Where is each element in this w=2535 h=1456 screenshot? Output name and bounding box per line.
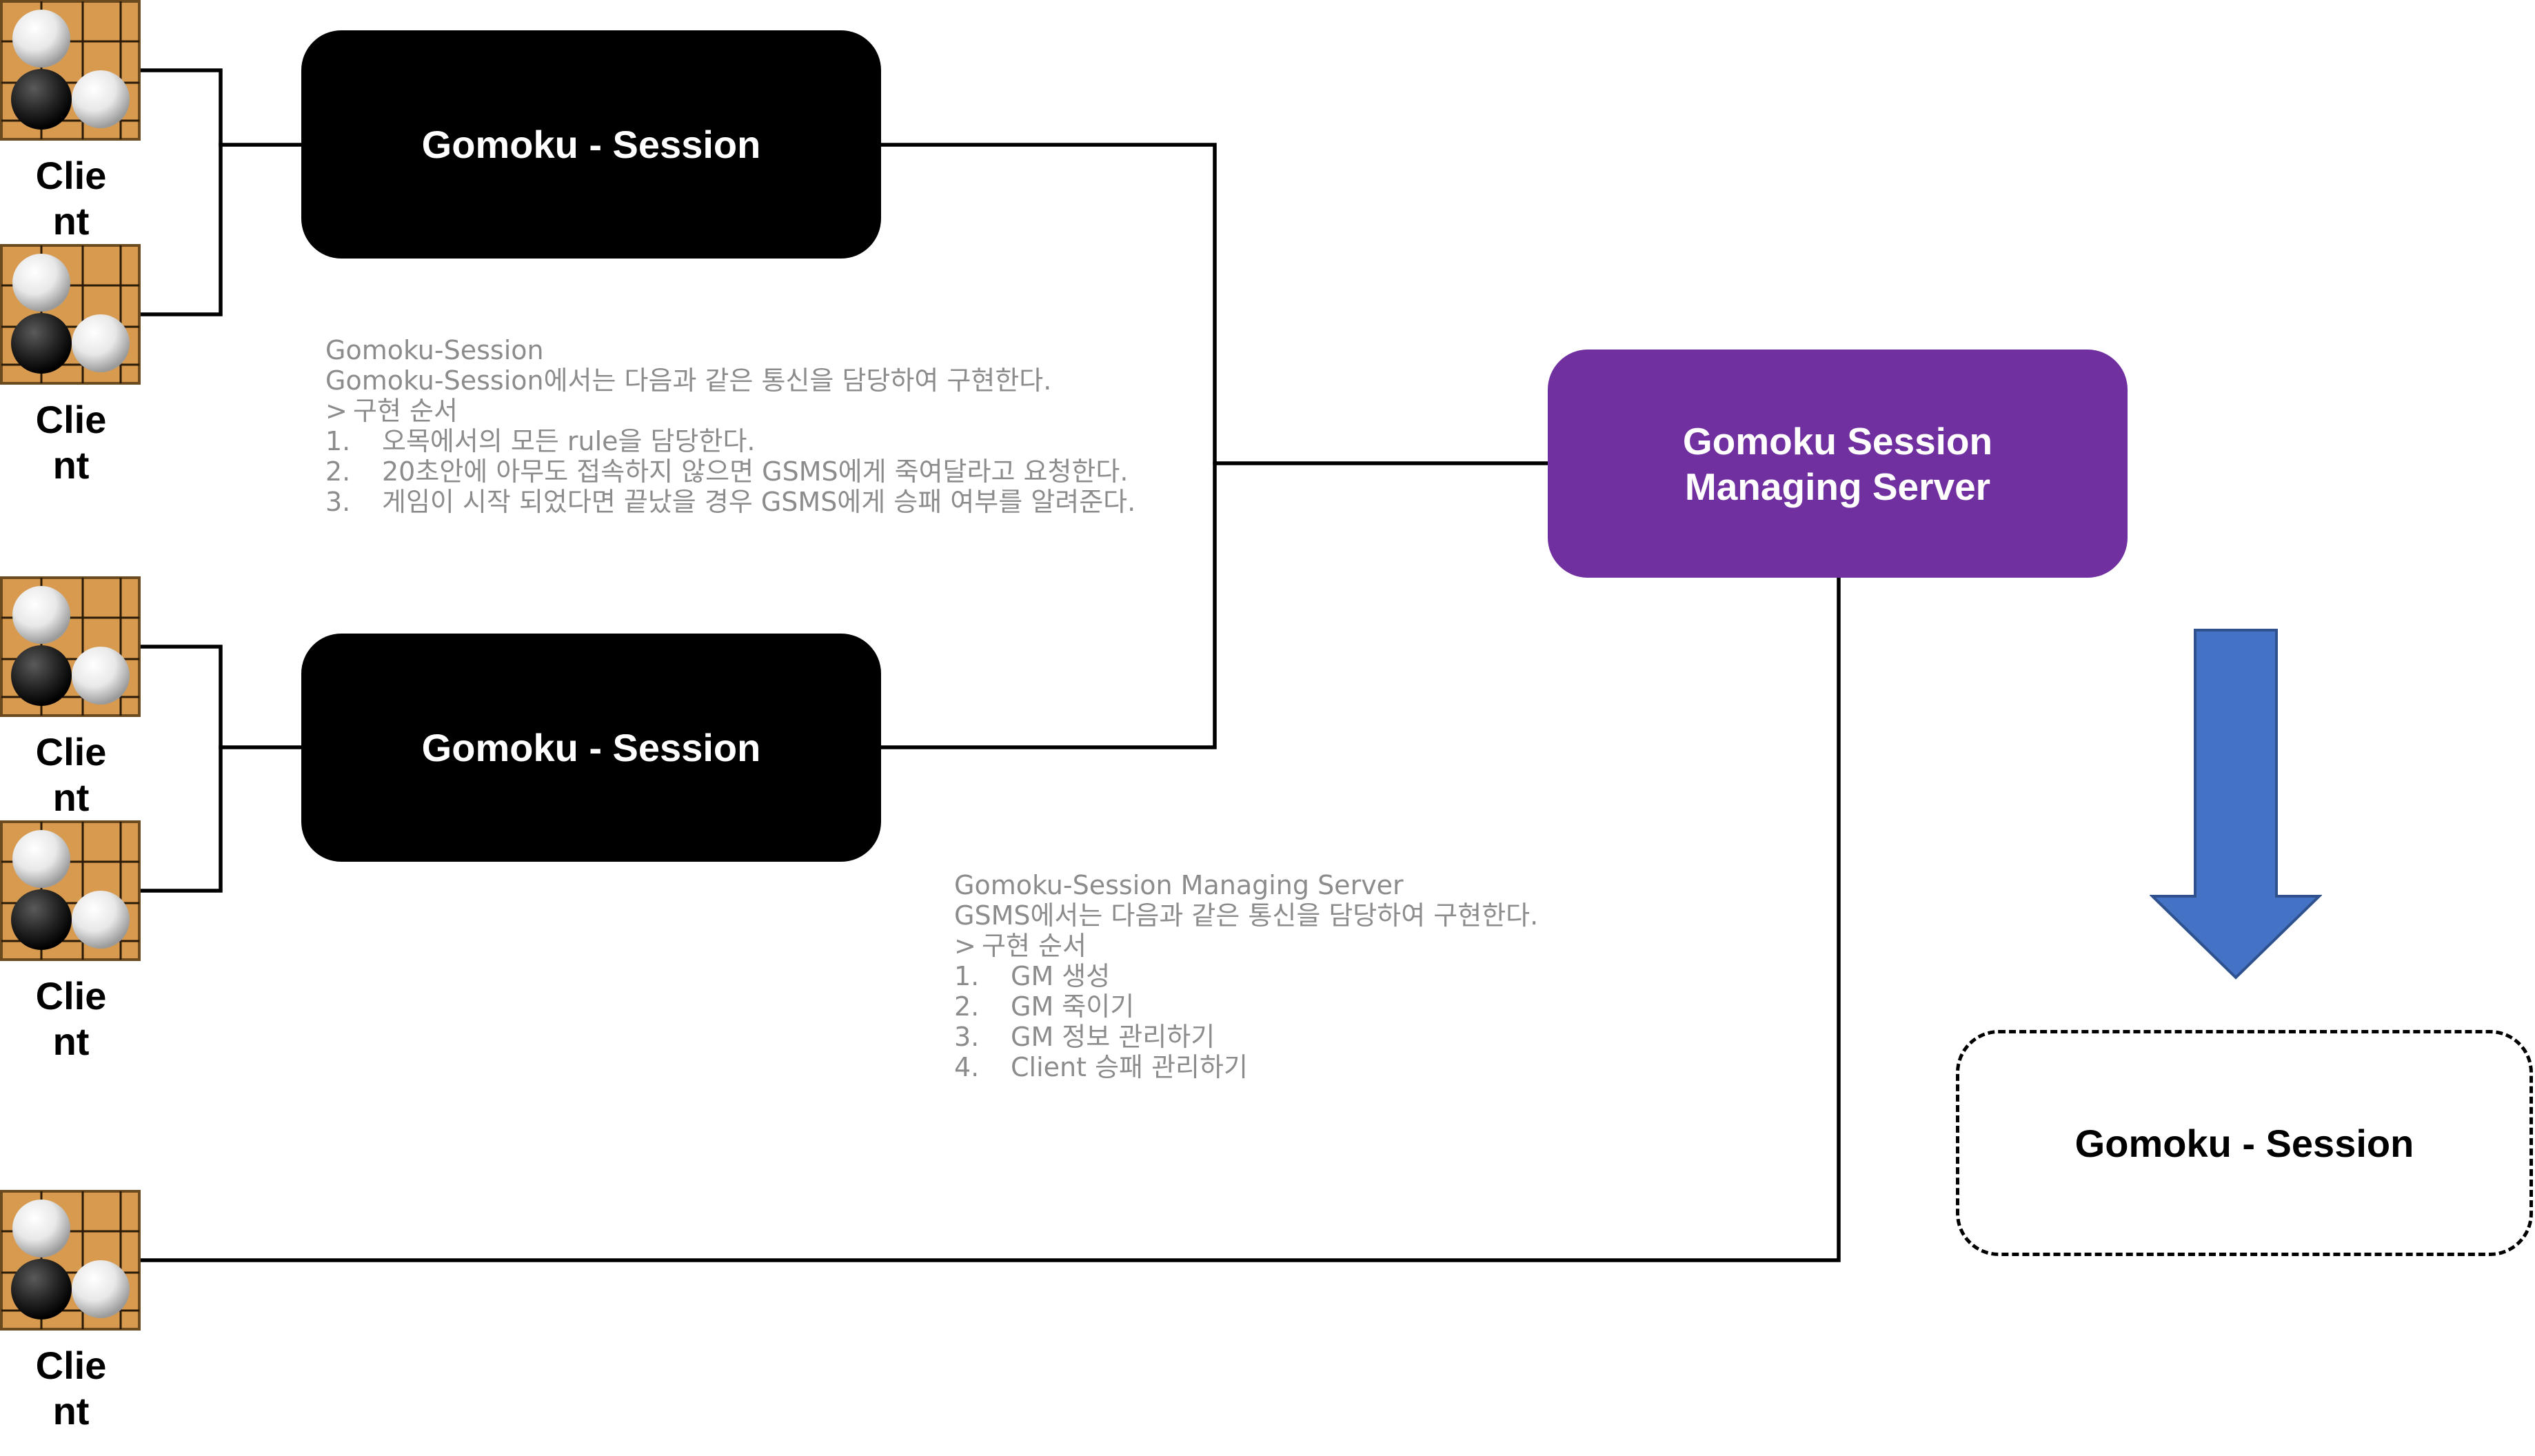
white-stone bbox=[72, 1260, 130, 1318]
wire-client-4 bbox=[138, 745, 223, 893]
session-note-item: 3. 게임이 시작 되었다면 끝났을 경우 GSMS에게 승패 여부를 알려준다… bbox=[325, 487, 1136, 517]
gsms-note-item: 4. Client 승패 관리하기 bbox=[954, 1052, 1248, 1082]
gomoku-session-box-1[interactable]: Gomoku - Session bbox=[301, 30, 881, 259]
gomoku-board-icon bbox=[0, 244, 141, 385]
client-label: Client bbox=[35, 1344, 107, 1433]
black-stone bbox=[11, 889, 72, 950]
down-arrow-icon bbox=[2150, 629, 2322, 980]
wire-client-1 bbox=[138, 68, 303, 147]
white-stone bbox=[12, 254, 70, 312]
gsms-label-line-2: Managing Server bbox=[1684, 465, 1991, 508]
gsms-label: Gomoku Session Managing Server bbox=[1683, 418, 1992, 509]
gsms-note-heading: >구현 순서 bbox=[954, 931, 1087, 961]
gomoku-session-box-2[interactable]: Gomoku - Session bbox=[301, 634, 881, 862]
black-stone bbox=[11, 69, 72, 130]
gsms-label-line-1: Gomoku Session bbox=[1682, 419, 1993, 463]
gomoku-board-icon bbox=[0, 576, 141, 717]
wire-client-2 bbox=[138, 143, 223, 316]
client-label: Client bbox=[35, 154, 107, 243]
black-stone bbox=[11, 1259, 72, 1320]
gsms-note-item: 2. GM 죽이기 bbox=[954, 991, 1135, 1022]
gsms-note-item: 1. GM 생성 bbox=[954, 961, 1111, 991]
white-stone bbox=[12, 830, 70, 888]
black-stone bbox=[11, 645, 72, 706]
client-label: Client bbox=[35, 730, 107, 819]
white-stone bbox=[72, 70, 130, 128]
wire-client-3 bbox=[138, 645, 303, 749]
gomoku-board-icon bbox=[0, 1190, 141, 1331]
wire-session-1-gsms bbox=[879, 143, 1550, 465]
session-note-title: Gomoku-Session bbox=[325, 335, 544, 365]
black-stone bbox=[11, 313, 72, 374]
white-stone bbox=[12, 586, 70, 644]
white-stone bbox=[72, 314, 130, 372]
session-label: Gomoku - Session bbox=[421, 123, 761, 166]
wire-session-2-gsms bbox=[879, 461, 1217, 749]
session-note-item: 1. 오목에서의 모든 rule을 담당한다. bbox=[325, 426, 756, 456]
future-session-label: Gomoku - Session bbox=[2074, 1121, 2414, 1165]
future-gomoku-session-box[interactable]: Gomoku - Session bbox=[1956, 1030, 2533, 1256]
client-label: Client bbox=[35, 974, 107, 1063]
session-label: Gomoku - Session bbox=[421, 726, 761, 769]
gsms-note-intro: GSMS에서는 다음과 같은 통신을 담당하여 구현한다. bbox=[954, 900, 1539, 931]
white-stone bbox=[12, 10, 70, 68]
wire-client-5-gsms bbox=[138, 576, 1841, 1262]
gsms-note-item: 3. GM 정보 관리하기 bbox=[954, 1022, 1215, 1052]
client-4[interactable]: Client bbox=[0, 820, 142, 1064]
gomoku-board-icon bbox=[0, 820, 141, 961]
session-note: Gomoku-Session Gomoku-Session에서는 다음과 같은 … bbox=[325, 335, 1135, 517]
client-label: Client bbox=[35, 398, 107, 487]
client-1[interactable]: Client bbox=[0, 0, 142, 244]
gomoku-board-icon bbox=[0, 0, 141, 141]
client-5[interactable]: Client bbox=[0, 1190, 142, 1434]
session-note-intro: Gomoku-Session에서는 다음과 같은 통신을 담당하여 구현한다. bbox=[325, 365, 1052, 396]
client-3[interactable]: Client bbox=[0, 576, 142, 820]
white-stone bbox=[12, 1200, 70, 1257]
session-note-heading: >구현 순서 bbox=[325, 396, 458, 426]
gsms-note: Gomoku-Session Managing Server GSMS에서는 다… bbox=[954, 870, 1538, 1082]
white-stone bbox=[72, 647, 130, 705]
gsms-box[interactable]: Gomoku Session Managing Server bbox=[1548, 350, 2128, 578]
gsms-note-title: Gomoku-Session Managing Server bbox=[954, 870, 1404, 900]
session-note-item: 2. 20초안에 아무도 접속하지 않으면 GSMS에게 죽여달라고 요청한다. bbox=[325, 456, 1129, 487]
client-2[interactable]: Client bbox=[0, 244, 142, 488]
white-stone bbox=[72, 891, 130, 949]
